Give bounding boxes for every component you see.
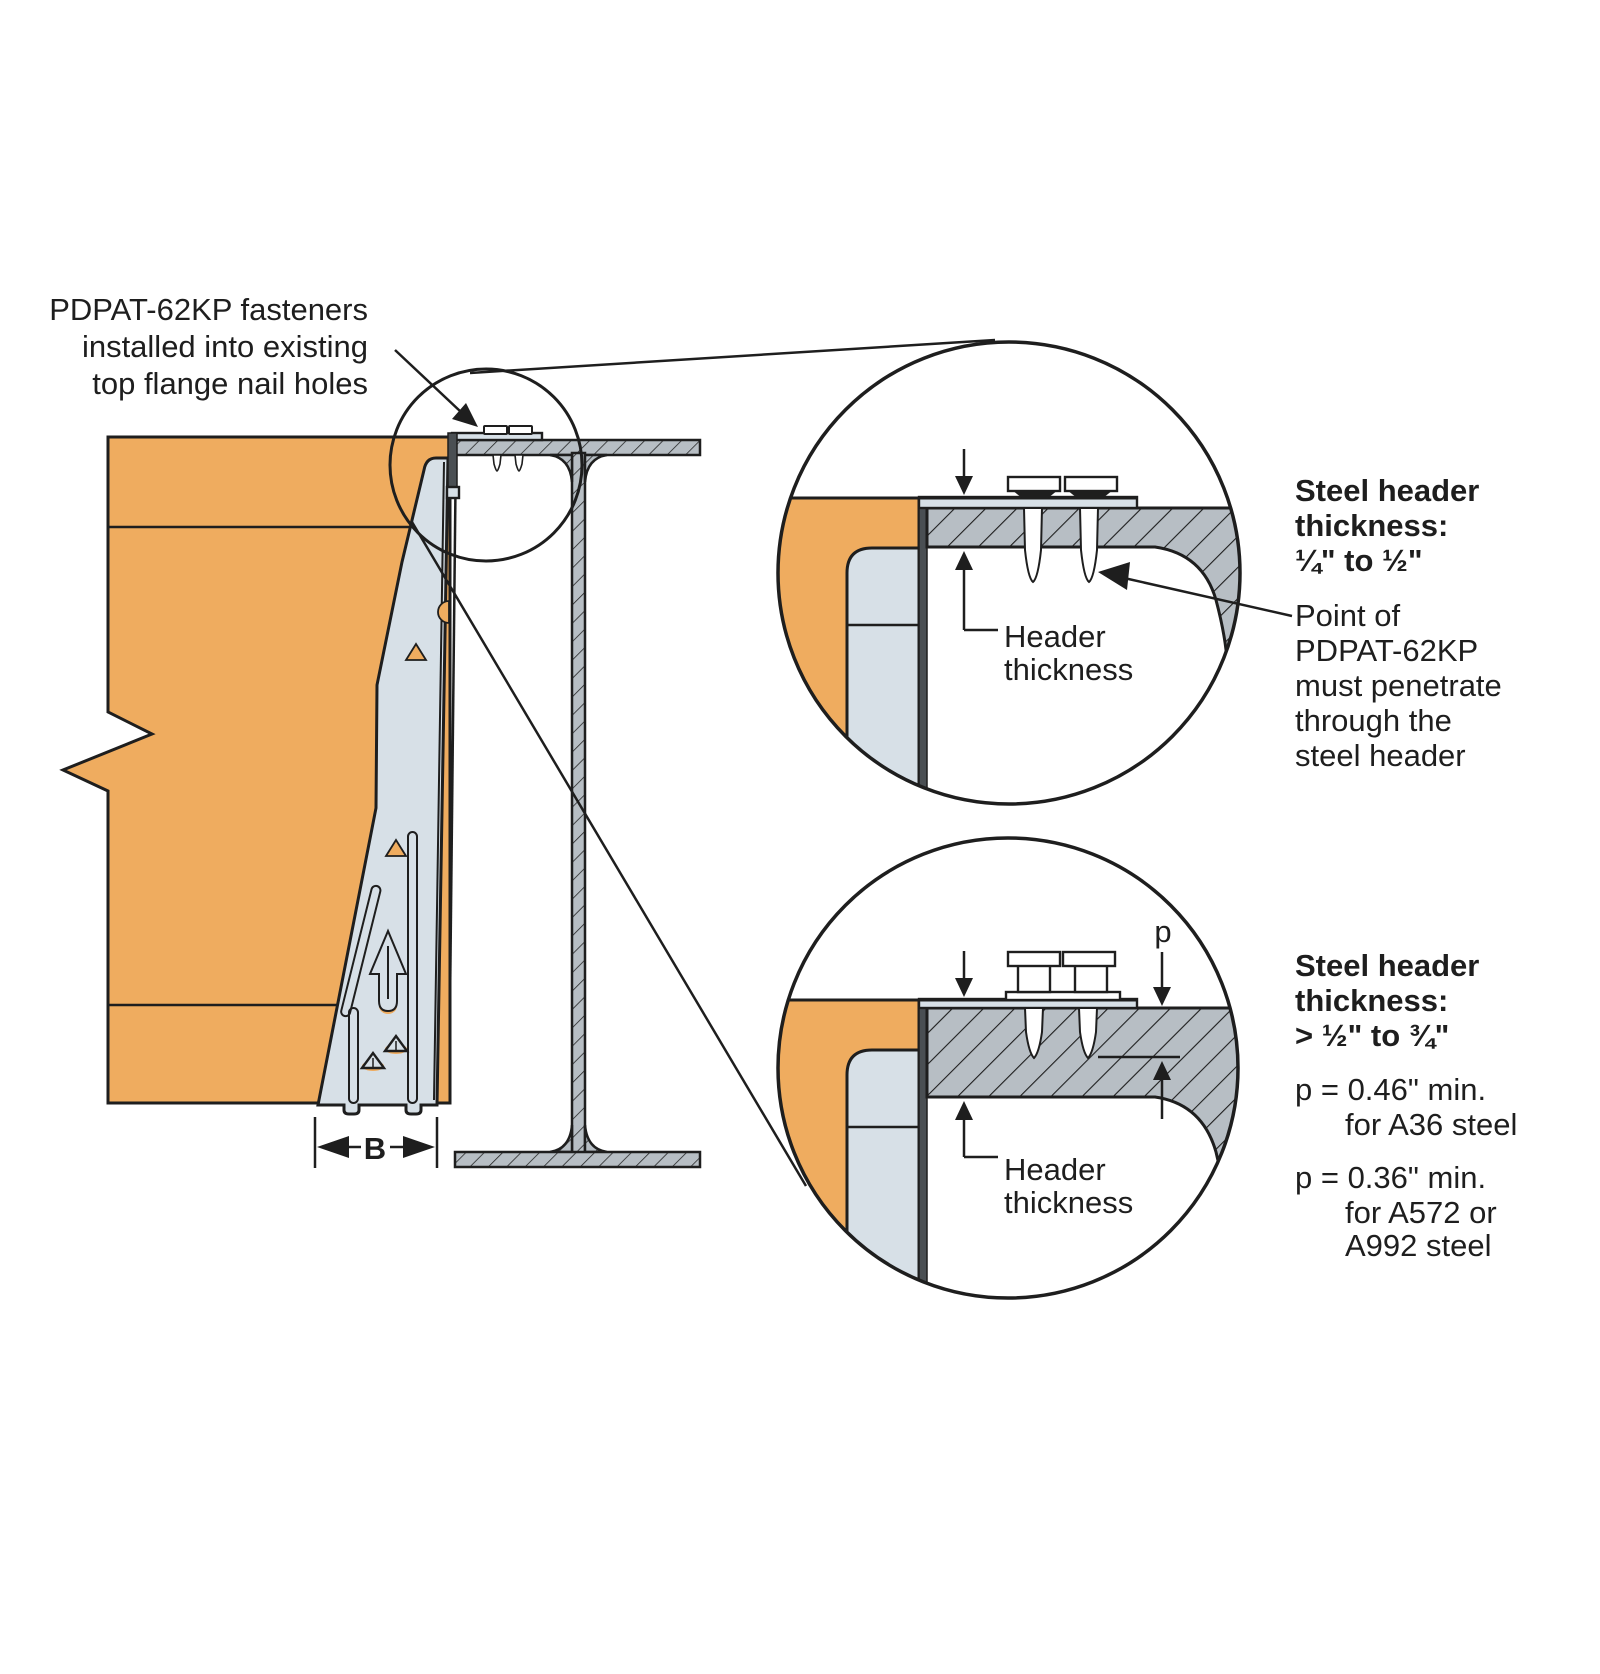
hanger-vertical-slot <box>348 1007 359 1104</box>
callout-label-line: PDPAT-62KP fasteners <box>49 292 368 327</box>
detail-top-ring <box>776 340 1242 806</box>
detail-fastener-pin <box>1077 1007 1099 1060</box>
steel-i-beam <box>453 438 702 1169</box>
arrow-down-icon <box>955 978 973 997</box>
callout-label-line: installed into existing <box>82 329 368 364</box>
dim-b-label: B <box>364 1131 386 1166</box>
detail-fastener-pin <box>1022 507 1044 584</box>
detail-hanger-side <box>845 546 921 794</box>
bottom-title-line: > ½" to ¾" <box>1295 1018 1449 1053</box>
fastener-pin-small <box>514 454 524 472</box>
annotations-right: Steel header thickness: ¼" to ½" Point o… <box>1295 473 1517 1263</box>
hanger-back-notch <box>445 485 461 500</box>
hanger-back-plate <box>447 432 458 489</box>
arrow-right-icon <box>403 1136 435 1158</box>
hanger-bend-line <box>433 461 445 1101</box>
dim-p-label: p <box>1154 914 1171 949</box>
arrow-down-icon <box>955 476 973 495</box>
p1-line: p = 0.46" min. <box>1295 1072 1486 1107</box>
detail-hanger-side <box>845 1048 921 1292</box>
arrow-down-icon <box>1153 987 1171 1006</box>
top-note-line: steel header <box>1295 738 1466 773</box>
arrowhead-icon <box>1098 562 1130 590</box>
hanger-diagonal-slot <box>340 884 382 1018</box>
leader-line <box>1123 576 1293 618</box>
ibeam-bottom-flange <box>453 1150 702 1169</box>
fastener-head-small <box>483 425 508 435</box>
ibeam-fillet-bottom-right <box>583 1124 608 1154</box>
bottom-title-line: Steel header <box>1295 948 1479 983</box>
fastener-head-small <box>508 425 533 435</box>
dimension-b: B <box>313 1117 439 1168</box>
top-note-line: through the <box>1295 703 1452 738</box>
zoom-line-bottom <box>410 521 808 1187</box>
p2-line: for A572 or <box>1345 1195 1497 1230</box>
arrow-up-icon <box>955 1101 973 1120</box>
top-title-line: Steel header <box>1295 473 1479 508</box>
p1-line: for A36 steel <box>1345 1107 1517 1142</box>
hanger-vertical-slot <box>407 831 418 1104</box>
dimension-header-thickness-bottom: Header thickness <box>955 951 1133 1220</box>
dim-label-line: Header <box>1004 619 1106 654</box>
arrow-up-icon <box>955 551 973 570</box>
nail-tab-triangle <box>384 838 408 857</box>
detail-fastener-cap <box>1006 475 1062 493</box>
p2-line: A992 steel <box>1345 1228 1492 1263</box>
dim-label-line: thickness <box>1004 1185 1133 1220</box>
callout-circle-small <box>388 367 584 563</box>
fastener-pin-small <box>492 454 502 472</box>
top-title-line: ¼" to ½" <box>1295 543 1423 578</box>
dim-label-line: thickness <box>1004 652 1133 687</box>
detail-fastener-body <box>1073 963 1109 994</box>
p2-line: p = 0.36" min. <box>1295 1160 1486 1195</box>
callout-arrow-line <box>394 349 462 413</box>
main-elevation: B <box>59 425 702 1169</box>
joist-hanger <box>316 425 544 1116</box>
nail-tab-triangle <box>404 642 428 661</box>
detail-bottom-ring <box>776 836 1240 1300</box>
detail-circle-top: Header thickness <box>776 340 1293 806</box>
ibeam-fillet-bottom-left <box>549 1124 574 1154</box>
bottom-title-line: thickness: <box>1295 983 1448 1018</box>
ibeam-fillet-top-right <box>583 453 608 483</box>
hanger-body <box>316 456 450 1116</box>
top-title-line: thickness: <box>1295 508 1448 543</box>
ibeam-fillet-top-left <box>549 453 574 483</box>
hanger-back-edge <box>448 439 458 1006</box>
dimension-header-thickness-top: Header thickness <box>955 449 1133 687</box>
dimension-p: p <box>1098 914 1180 1119</box>
detail-circle-bottom: Header thickness p <box>776 836 1240 1300</box>
callout-label-line: top flange nail holes <box>92 366 368 401</box>
detail-fastener-cap <box>1061 950 1117 968</box>
detail-fastener-body <box>1016 963 1052 994</box>
fastener-base-plate <box>1004 990 1122 1002</box>
detail-fastener-pin <box>1023 1007 1045 1060</box>
detail-fastener-pin <box>1078 507 1100 584</box>
callout-arrowhead-icon <box>452 403 478 427</box>
top-note-line: Point of <box>1295 598 1401 633</box>
arrow-left-icon <box>317 1136 349 1158</box>
top-note-line: PDPAT-62KP <box>1295 633 1478 668</box>
detail-fastener-cap <box>1063 475 1119 493</box>
callout: PDPAT-62KP fasteners installed into exis… <box>49 292 996 1187</box>
point-note-leader <box>1098 562 1293 618</box>
top-note-line: must penetrate <box>1295 668 1502 703</box>
hanger-hole-half-dot <box>437 600 450 624</box>
arrow-up-icon <box>1153 1061 1171 1080</box>
zoom-line-top <box>469 338 996 375</box>
dim-label-line: Header <box>1004 1152 1106 1187</box>
detail-fastener-cap <box>1006 950 1062 968</box>
